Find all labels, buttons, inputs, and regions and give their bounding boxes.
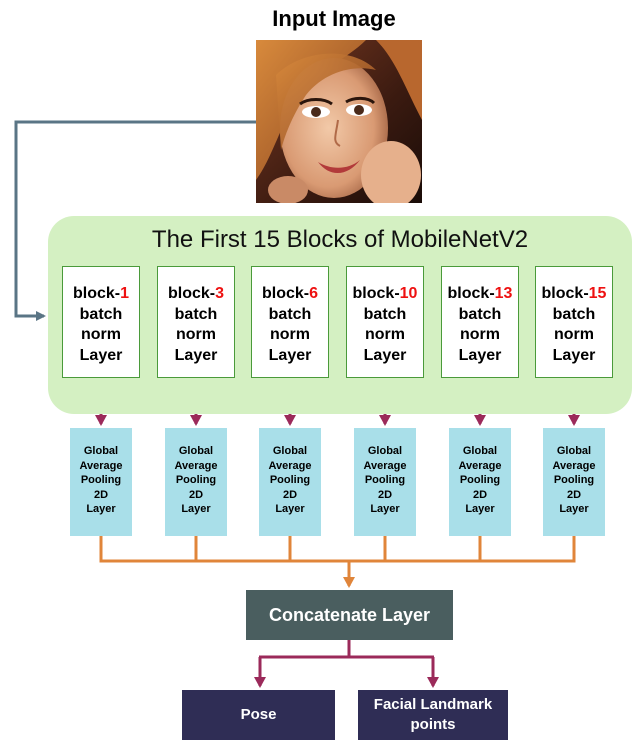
gap-layer-box: Global Average Pooling 2D Layer: [70, 428, 132, 536]
block-line: batch: [458, 305, 502, 323]
gap-line: Global: [272, 445, 308, 457]
block-line: norm: [365, 326, 405, 343]
gap-line: Average: [363, 459, 407, 472]
gap-line: Pooling: [175, 474, 217, 486]
block-box-1: block-1 batch norm Layer: [62, 266, 140, 378]
gap-line: Average: [552, 459, 596, 472]
landmark-line: Facial Landmark: [373, 696, 493, 713]
gap-line: Global: [556, 445, 592, 457]
block-label: block-1: [72, 285, 130, 302]
block-line: norm: [554, 326, 594, 343]
gap-line: 2D: [566, 488, 582, 501]
block-line: norm: [270, 326, 310, 343]
gap-line: Layer: [181, 503, 211, 515]
mobilenetv2-blocks-panel: [48, 216, 632, 414]
block-line: Layer: [79, 346, 123, 364]
gap-line: 2D: [377, 488, 393, 501]
input-image-title: Input Image: [272, 6, 396, 31]
block-number: 10: [399, 285, 418, 302]
concat-to-outputs-split: [254, 640, 439, 688]
block-line: Layer: [458, 346, 502, 364]
gap-line: Global: [462, 445, 498, 457]
block-line: Layer: [363, 346, 407, 364]
block-box-13: block-13 batch norm Layer: [441, 266, 519, 378]
gap-line: Pooling: [553, 474, 595, 486]
gap-line: Global: [83, 445, 119, 457]
gap-line: Average: [79, 459, 123, 472]
block-number: 6: [309, 285, 319, 302]
gap-to-concat-bus: [99, 536, 576, 588]
block-line: Layer: [174, 346, 218, 364]
gap-line: Layer: [370, 503, 400, 515]
block-box-10: block-10 batch norm Layer: [346, 266, 424, 378]
gap-layer-box: Global Average Pooling 2D Layer: [543, 428, 605, 536]
block-line: batch: [363, 305, 407, 323]
gap-line: Pooling: [459, 474, 501, 486]
gap-line: Global: [367, 445, 403, 457]
block-box-6: block-6 batch norm Layer: [251, 266, 329, 378]
pose-output-box: Pose: [182, 690, 335, 740]
gap-line: 2D: [282, 488, 298, 501]
gap-line: 2D: [472, 488, 488, 501]
gap-line: 2D: [188, 488, 204, 501]
gap-line: Pooling: [80, 474, 122, 486]
gap-layer-box: Global Average Pooling 2D Layer: [449, 428, 511, 536]
block-line: Layer: [268, 346, 312, 364]
gap-line: Average: [174, 459, 218, 472]
facial-landmark-output-box: Facial Landmark points: [358, 690, 508, 740]
concatenate-layer-box: Concatenate Layer: [246, 590, 453, 640]
block-label: block-15: [541, 285, 607, 302]
block-label: block-13: [447, 285, 513, 302]
block-line: batch: [174, 305, 218, 323]
panel-title: The First 15 Blocks of MobileNetV2: [151, 226, 529, 253]
gap-line: Pooling: [364, 474, 406, 486]
block-label: block-6: [261, 285, 319, 302]
block-number: 15: [588, 285, 607, 302]
block-number: 3: [215, 285, 225, 302]
gap-layer-box: Global Average Pooling 2D Layer: [354, 428, 416, 536]
block-number: 13: [494, 285, 513, 302]
gap-layer-box: Global Average Pooling 2D Layer: [259, 428, 321, 536]
input-to-blocks-arrow: [14, 120, 256, 321]
block-box-15: block-15 batch norm Layer: [535, 266, 613, 378]
block-box-3: block-3 batch norm Layer: [157, 266, 235, 378]
gap-line: Layer: [275, 503, 305, 515]
gap-line: Pooling: [269, 474, 311, 486]
landmark-line: points: [410, 716, 456, 733]
gap-line: 2D: [93, 488, 109, 501]
gap-line: Global: [178, 445, 214, 457]
block-label: block-10: [352, 285, 418, 302]
block-line: norm: [81, 326, 121, 343]
block-line: batch: [268, 305, 312, 323]
block-line: batch: [79, 305, 123, 323]
input-face-photo: [256, 40, 422, 203]
block-line: batch: [552, 305, 596, 323]
gap-line: Layer: [86, 503, 116, 515]
block-line: norm: [460, 326, 500, 343]
block-number: 1: [120, 285, 130, 302]
gap-layer-box: Global Average Pooling 2D Layer: [165, 428, 227, 536]
gap-line: Layer: [465, 503, 495, 515]
block-line: norm: [176, 326, 216, 343]
gap-line: Average: [268, 459, 312, 472]
gap-line: Layer: [559, 503, 589, 515]
block-label: block-3: [167, 285, 225, 302]
block-line: Layer: [552, 346, 596, 364]
gap-line: Average: [458, 459, 502, 472]
